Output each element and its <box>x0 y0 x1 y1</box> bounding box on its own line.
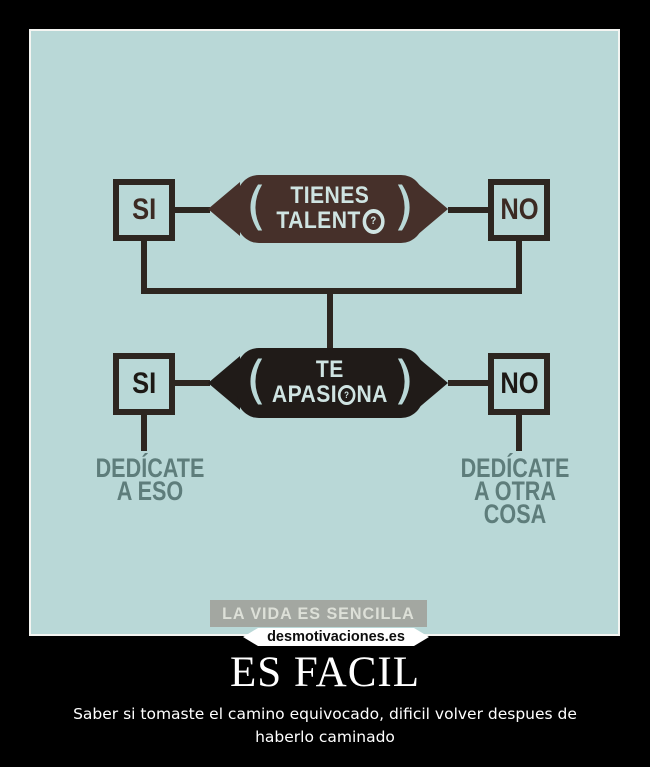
question-line-2: APASI ? NA <box>272 381 388 408</box>
caption-line-1: Saber si tomaste el camino equivocado, d… <box>73 705 577 723</box>
outcome-no-line1: DEDÍCATE <box>460 453 570 483</box>
yes-box-2-label: SI <box>131 367 157 400</box>
connector-node1-no1 <box>448 207 488 213</box>
connector-yes1-node1 <box>175 207 210 213</box>
poster-caption: Saber si tomaste el camino equivocado, d… <box>40 703 610 749</box>
paren-decoration-right: ) <box>393 351 414 412</box>
connector-yes2-node2 <box>175 380 210 386</box>
connector-center-down <box>327 288 333 350</box>
yes-box-1-label: SI <box>131 193 157 226</box>
arrow-left-icon <box>208 356 240 410</box>
question-node-passion: ( ) TE APASI ? NA <box>237 348 423 418</box>
yes-box-1: SI <box>113 179 175 241</box>
question-line-1: TE <box>316 356 344 384</box>
arrow-right-icon <box>416 356 448 410</box>
watermark-ribbon: desmotivaciones.es <box>243 628 429 646</box>
outcome-label-no: DEDÍCATE A OTRA COSA <box>447 453 583 529</box>
question-node-talent: ( ) TIENES TALENT ? <box>237 175 423 243</box>
connector-no1-down <box>516 241 522 294</box>
connector-node2-no2 <box>448 380 488 386</box>
no-box-2: NO <box>488 353 550 415</box>
outcome-no-line3: COSA <box>483 499 547 529</box>
question-mark-glyph: ? <box>344 389 350 400</box>
question-node-passion-text: TE APASI ? NA <box>237 348 423 418</box>
question-line-1: TIENES <box>290 182 370 210</box>
question-node-talent-text: TIENES TALENT ? <box>237 175 423 243</box>
question-line-2-post: NA <box>356 381 388 408</box>
tagline-box: LA VIDA ES SENCILLA <box>210 600 427 627</box>
poster-photo: SI ( ) TIENES TALENT ? NO <box>29 29 620 636</box>
outcome-yes-line1: DEDÍCATE <box>95 453 205 483</box>
tagline-text: LA VIDA ES SENCILLA <box>222 603 415 623</box>
question-line-2: TALENT ? <box>275 206 385 234</box>
paren-decoration-left: ( <box>246 351 267 412</box>
watermark-text: desmotivaciones.es <box>267 629 405 645</box>
connector-yes1-down <box>141 241 147 294</box>
question-mark-icon: ? <box>362 208 385 234</box>
outcome-yes-line2: A ESO <box>116 476 184 506</box>
no-box-1: NO <box>488 179 550 241</box>
question-line-2-text: TALENT <box>275 206 361 234</box>
yes-box-2: SI <box>113 353 175 415</box>
outcome-label-yes: DEDÍCATE A ESO <box>82 453 218 506</box>
arrow-left-icon <box>208 182 240 236</box>
question-mark-icon: ? <box>338 385 356 406</box>
poster-title: ES FACIL <box>230 649 420 696</box>
connector-no2-outcome <box>516 415 522 451</box>
paren-decoration-left: ( <box>246 177 267 238</box>
outcome-no-line2: A OTRA <box>474 476 556 506</box>
question-mark-glyph: ? <box>369 214 377 227</box>
question-line-2-pre: APASI <box>272 381 338 408</box>
paren-decoration-right: ) <box>393 177 414 238</box>
no-box-2-label: NO <box>499 367 539 400</box>
caption-line-2: haberlo caminado <box>255 728 395 746</box>
connector-yes2-outcome <box>141 415 147 451</box>
arrow-right-icon <box>416 182 448 236</box>
no-box-1-label: NO <box>499 193 539 226</box>
